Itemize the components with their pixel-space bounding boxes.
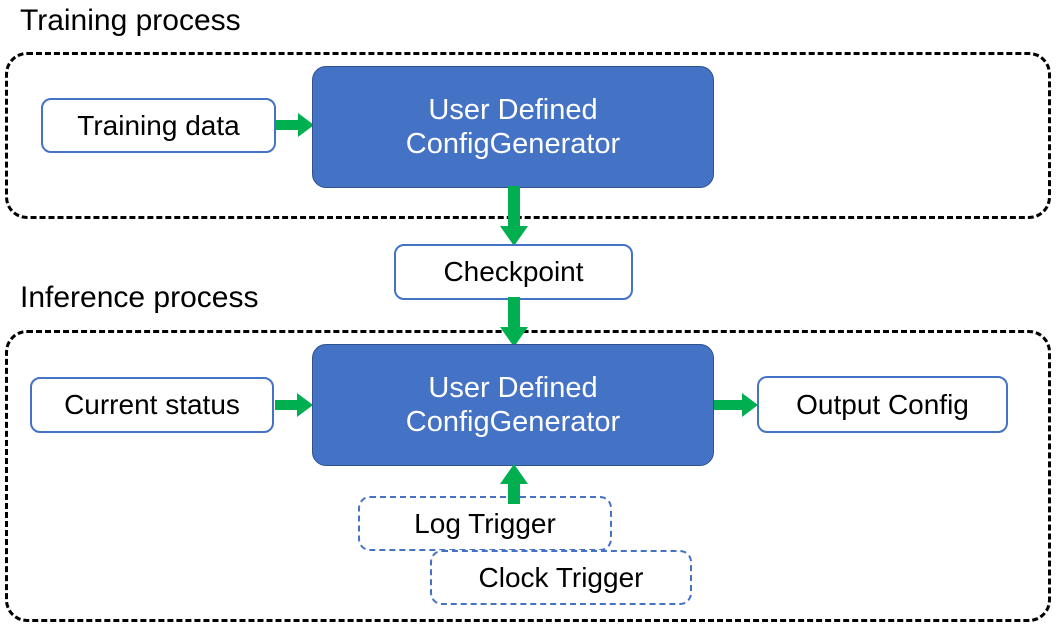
clock-trigger-label: Clock Trigger [478,561,644,593]
inference-process-label: Inference process [20,281,259,314]
inference-generator-line2: ConfigGenerator [405,406,621,438]
log-trigger-box[interactable]: Log Trigger [358,496,612,551]
output-config-box[interactable]: Output Config [757,376,1008,433]
clock-trigger-box[interactable]: Clock Trigger [430,550,692,605]
inference-generator-line1: User Defined [428,371,598,404]
training-config-generator-text: User Defined ConfigGenerator [396,93,630,161]
current-status-box[interactable]: Current status [30,377,274,433]
arrow-generator-to-output-config [714,390,760,420]
arrow-training-data-to-generator [276,110,316,140]
arrow-generator-to-checkpoint [498,186,530,248]
output-config-label: Output Config [796,388,969,420]
training-process-label: Training process [20,4,241,37]
inference-config-generator-text: User Defined ConfigGenerator [396,371,630,439]
arrow-current-status-to-generator [275,390,315,420]
current-status-label: Current status [64,389,240,420]
training-data-box[interactable]: Training data [41,98,276,153]
arrow-checkpoint-to-inference-generator [498,297,530,349]
training-generator-line1: User Defined [428,93,598,126]
training-process-container [5,52,1051,219]
training-generator-line2: ConfigGenerator [405,128,621,160]
training-data-label: Training data [77,109,240,141]
arrow-trigger-to-generator [498,464,530,504]
log-trigger-label: Log Trigger [414,507,556,539]
inference-process-container [5,330,1051,622]
checkpoint-label: Checkpoint [443,256,584,287]
checkpoint-box[interactable]: Checkpoint [394,244,633,300]
inference-config-generator-box[interactable]: User Defined ConfigGenerator [312,344,714,466]
training-config-generator-box[interactable]: User Defined ConfigGenerator [312,66,714,188]
